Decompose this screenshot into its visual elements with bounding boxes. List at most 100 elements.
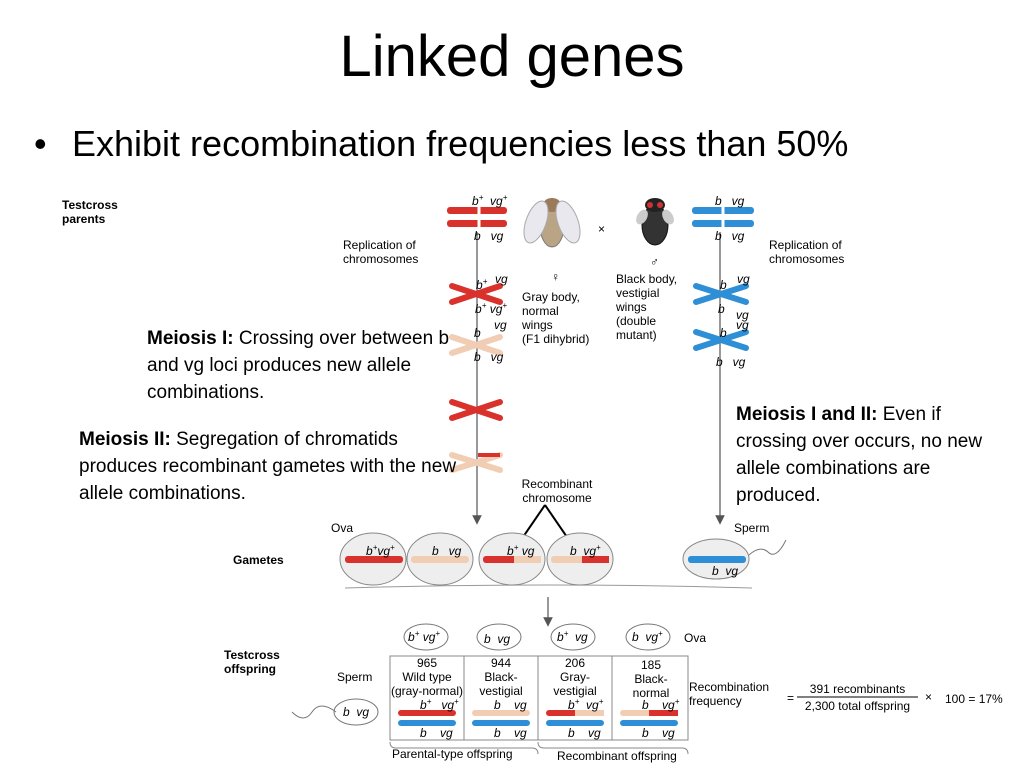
offspring-allele: b vg+ <box>642 697 680 713</box>
gamete-allele: b vg+ <box>570 543 601 559</box>
gamete-allele: b vg <box>712 564 739 578</box>
meiosis-1-2-note: Meiosis I and II: Even if crossing over … <box>736 401 996 509</box>
offspring-allele: b vg <box>568 726 601 740</box>
allele-label: b <box>718 302 725 316</box>
offspring-3-chr-bottom <box>546 720 604 726</box>
offspring-phenotype-2a: Black- <box>484 670 518 684</box>
allele-label: vg <box>736 308 749 322</box>
fraction-numerator: 391 recombinants <box>809 682 906 696</box>
allele-label: b <box>720 278 727 292</box>
female-symbol: ♀ <box>551 270 560 284</box>
gamete-allele: b+ vg <box>507 543 535 559</box>
cross-symbol: × <box>598 222 606 236</box>
female-description: Gray body, normal wings (F1 dihybrid) <box>522 290 612 346</box>
ova-genotype-2: b vg <box>484 632 511 646</box>
meiosis-2-body: Segregation of chromatids produces recom… <box>79 429 457 504</box>
offspring-allele: b vg <box>494 726 527 740</box>
replicated-chromosome-tan <box>449 334 503 356</box>
meiosis-2-heading: Meiosis II: <box>79 429 171 450</box>
gray-fly-icon <box>523 198 581 248</box>
female-desc-line3: wings <box>522 318 553 332</box>
ova-genotype-4: b vg+ <box>632 629 663 645</box>
offspring-cell-1: 965 Wild type (gray-normal) <box>382 656 472 698</box>
meiosis-1-note: Meiosis I: Crossing over between b and v… <box>147 325 477 406</box>
ova-genotype-3: b+ vg <box>557 629 588 645</box>
offspring-cell-4: 185 Black- normal <box>606 658 696 700</box>
gamete-allele: b+vg+ <box>366 543 395 559</box>
allele-label: b vg <box>474 350 504 364</box>
times-sign: × <box>925 690 933 704</box>
ova-label: Ova <box>331 521 354 535</box>
meiosis-2-note: Meiosis II: Segregation of chromatids pr… <box>79 426 469 507</box>
allele-label: vg <box>736 318 749 332</box>
ovum-1-chromosome <box>345 556 403 563</box>
offspring-1-chr-top <box>398 710 456 716</box>
recombinant-offspring-label: Recombinant offspring <box>557 749 677 763</box>
sperm-tail-left <box>291 705 337 719</box>
ova-circle-1 <box>403 623 449 651</box>
ova-genotype-1: b+ vg+ <box>408 629 441 645</box>
recombination-result: 100 = 17% <box>945 692 1003 706</box>
ova-circle-2 <box>476 623 522 651</box>
meiosis-1-2-body: Even if crossing over occurs, no new all… <box>736 404 983 506</box>
male-description: Black body, vestigial wings (double muta… <box>616 272 696 342</box>
allele-label: b vg <box>474 229 504 243</box>
replication-label-right: Replication of chromosomes <box>769 238 845 266</box>
meiosis-1-body: Crossing over between b and vg loci prod… <box>147 328 450 403</box>
female-desc-line1: Gray body, <box>522 290 580 304</box>
offspring-cell-2: 944 Black- vestigial <box>456 656 546 698</box>
bullet-icon: • <box>34 123 47 164</box>
allele-label: vg <box>495 272 508 286</box>
ova-label-right: Ova <box>684 631 707 645</box>
sperm-label-left: Sperm <box>337 670 373 684</box>
crossover-chromosome-2 <box>449 452 503 473</box>
offspring-3-chr-segment <box>575 710 604 716</box>
gametes-bracket <box>344 584 753 589</box>
chromosome-red-bottom <box>447 218 507 229</box>
bullet-text: Exhibit recombination frequencies less t… <box>72 123 849 164</box>
replicated-chromosome-blue-2 <box>693 329 749 351</box>
offspring-1-chr-bottom <box>398 720 456 726</box>
sperm-label: Sperm <box>734 521 770 535</box>
male-desc-line4: (double <box>616 314 657 328</box>
offspring-phenotype-1a: Wild type <box>402 670 452 684</box>
male-desc-line1: Black body, <box>616 272 678 286</box>
testcross-offspring-label: Testcross offspring <box>224 648 280 676</box>
allele-label: b vg <box>715 194 745 208</box>
equals-sign: = <box>787 691 795 705</box>
fraction-denominator: 2,300 total offspring <box>804 699 911 713</box>
offspring-phenotype-1b: (gray-normal) <box>390 684 463 698</box>
offspring-2-chr-bottom <box>472 720 530 726</box>
offspring-count-1: 965 <box>416 656 438 670</box>
allele-label: vg <box>494 318 507 332</box>
female-desc-line2: normal <box>522 304 559 318</box>
gamete-allele: b vg <box>432 544 462 558</box>
allele-label: b+ <box>476 277 488 293</box>
female-desc-line4: (F1 dihybrid) <box>522 332 590 346</box>
male-desc-line5: mutant) <box>616 328 657 342</box>
allele-label: b vg <box>716 355 746 369</box>
chromosome-red-top <box>447 205 507 216</box>
offspring-phenotype-4b: normal <box>632 686 670 700</box>
sperm-tail <box>748 539 787 556</box>
chromosome-blue-bottom <box>692 205 754 229</box>
male-desc-line2: vestigial <box>616 286 660 300</box>
offspring-count-2: 944 <box>490 656 512 670</box>
allele-label: b <box>474 326 481 340</box>
offspring-2-chr-top <box>472 710 530 716</box>
page-title: Linked genes <box>339 24 685 89</box>
offspring-phenotype-3a: Gray- <box>560 670 590 684</box>
allele-label: b <box>720 326 727 340</box>
ovum-2-chromosome <box>411 556 469 563</box>
replicated-chromosome-red <box>449 283 503 305</box>
allele-label: b+ vg+ <box>472 193 508 209</box>
allele-label: b vg <box>715 229 745 243</box>
offspring-allele: b vg <box>420 726 453 740</box>
ova-circle-3 <box>550 623 596 651</box>
meiosis-1-2-heading: Meiosis I and II: <box>736 404 878 425</box>
recombinant-brace <box>537 741 689 755</box>
male-desc-line3: wings <box>616 300 647 314</box>
offspring-4-chr-segment <box>649 710 678 716</box>
ovum-3-recombinant-segment <box>514 556 541 563</box>
